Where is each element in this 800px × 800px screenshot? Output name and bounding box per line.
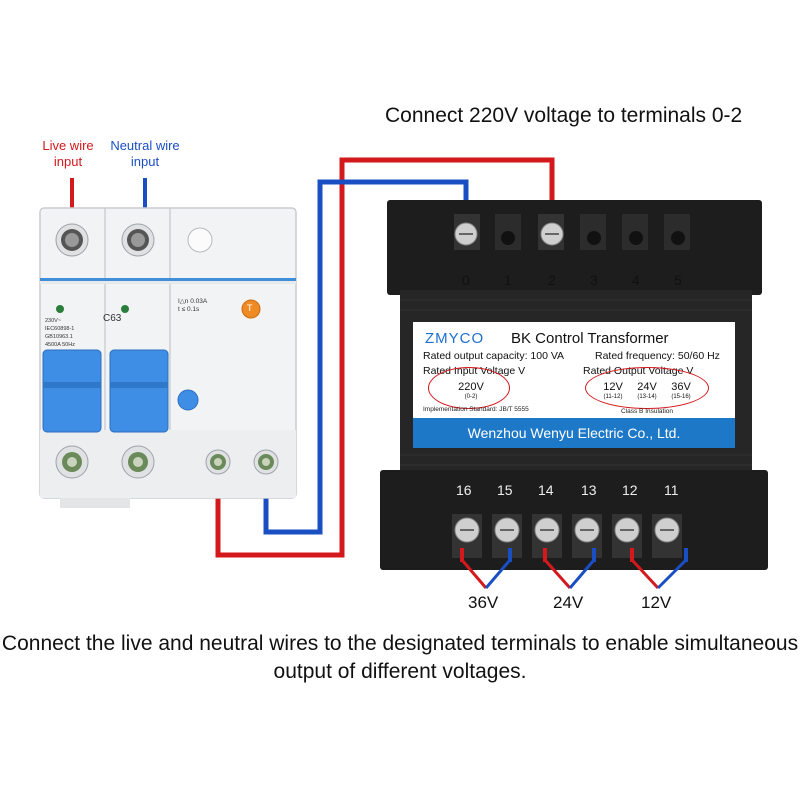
output-label-12v: 12V — [641, 593, 672, 612]
rcd-leak-current: I△n 0.03A — [178, 298, 208, 305]
core-laminations — [400, 299, 752, 466]
implementation-standard: Implementation Standard: JB/T 5555 — [423, 406, 529, 413]
terminal-14-label: 14 — [538, 482, 554, 498]
rcd-leak-time: t ≤ 0.1s — [178, 306, 200, 313]
breaker-bottom-screw — [55, 445, 89, 479]
breaker-toggle-right[interactable] — [109, 349, 169, 433]
breaker-top-screw — [121, 223, 155, 257]
terminal-11-label: 11 — [664, 482, 679, 498]
wires — [70, 157, 555, 558]
neutral-wire — [263, 179, 469, 535]
terminal-0-label: 0 — [462, 272, 470, 288]
breaker-standard-text: IEC60898-1 — [45, 326, 75, 332]
transformer-top-block — [387, 200, 762, 295]
output-36v: 36V — [671, 381, 691, 393]
breaker-status-light — [56, 305, 64, 313]
top-caption: Connect 220V voltage to terminals 0-2 — [385, 104, 743, 127]
input-voltage-ring — [428, 367, 510, 409]
neutral-wire-label: Neutral wire input — [110, 138, 180, 169]
output-24v: 24V — [637, 381, 657, 393]
terminal-12-label: 12 — [622, 482, 638, 498]
breaker-voltage-text: 230V~ — [45, 318, 62, 324]
output-label-24v: 24V — [553, 593, 584, 612]
breaker-bottom-screw — [205, 449, 231, 475]
live-wire — [215, 157, 555, 558]
terminal-5-label: 5 — [674, 272, 682, 288]
breaker-bottom-screw — [121, 445, 155, 479]
nameplate-title: BK Control Transformer — [511, 330, 669, 347]
terminal-3-label: 3 — [590, 272, 598, 288]
terminal-4-label: 4 — [632, 272, 640, 288]
breaker-gb-text: GB10963.1 — [45, 334, 73, 340]
breaker-top-screw — [55, 223, 89, 257]
bottom-terminal-screws — [452, 514, 682, 558]
circuit-breaker — [39, 207, 297, 508]
breaker-breaking-text: 4500A 50Hz — [45, 342, 75, 348]
output-12v-terminals: (11-12) — [603, 394, 623, 400]
input-voltage: 220V — [458, 381, 484, 393]
bottom-instruction: Connect the live and neutral wires to th… — [1, 632, 799, 683]
terminal-13-label: 13 — [581, 482, 597, 498]
transformer-nameplate: ZMYCO BK Control Transformer Rated outpu… — [413, 322, 735, 448]
input-terminals: (0-2) — [464, 394, 478, 400]
live-wire-label: Live wire input — [42, 138, 94, 169]
rcd-test-label: T — [247, 303, 253, 313]
output-v-connectors — [460, 558, 688, 590]
output-label-36v: 36V — [468, 593, 499, 612]
rcd-reset-button[interactable] — [177, 389, 199, 411]
terminal-2-label: 2 — [548, 272, 556, 288]
output-12v: 12V — [603, 381, 623, 393]
terminal-16-label: 16 — [456, 482, 472, 498]
manufacturer-band: Wenzhou Wenyu Electric Co., Ltd. — [413, 418, 735, 448]
rated-capacity: Rated output capacity: 100 VA — [423, 350, 565, 362]
brand-logo: ZMYCO — [425, 330, 485, 347]
breaker-indicator-window — [187, 227, 213, 253]
breaker-status-light — [121, 305, 129, 313]
rcd-test-button[interactable] — [241, 299, 261, 319]
output-wire-stubs — [460, 548, 688, 562]
breaker-foot — [60, 498, 130, 508]
breaker-stripe — [40, 278, 296, 281]
output-voltage-ring — [585, 367, 709, 409]
breaker-bottom-screw — [253, 449, 279, 475]
breaker-rating: C63 — [103, 313, 122, 324]
insulation-class: Class B Insulation — [621, 408, 674, 415]
terminal-1-label: 1 — [504, 272, 512, 288]
top-terminal-screws — [454, 214, 690, 250]
breaker-toggle-left[interactable] — [42, 349, 102, 433]
output-24v-terminals: (13-14) — [637, 394, 657, 400]
output-36v-terminals: (15-16) — [671, 394, 691, 400]
rated-frequency: Rated frequency: 50/60 Hz — [595, 350, 720, 362]
terminal-15-label: 15 — [497, 482, 513, 498]
